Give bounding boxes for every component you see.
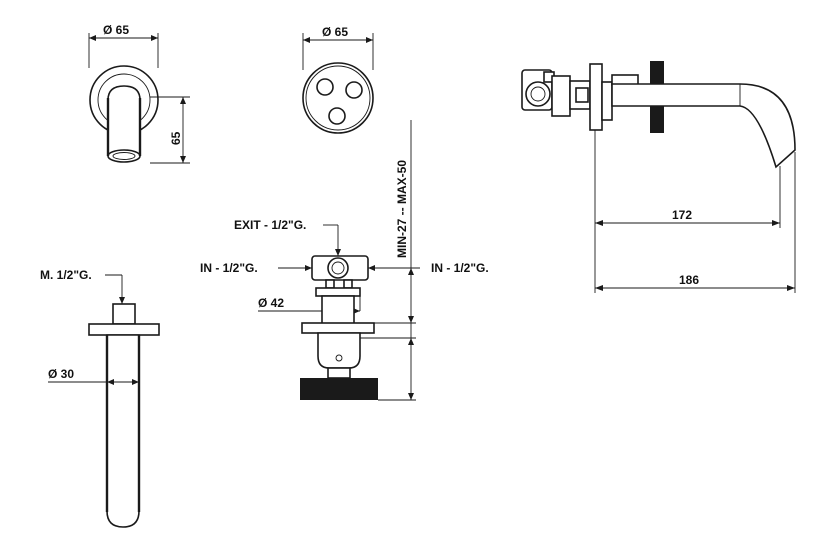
projection-outer-label: 186: [679, 273, 699, 287]
spout-height-label: 65: [169, 131, 183, 145]
handle-diameter-label: Ø 65: [322, 25, 348, 39]
spout-diameter-label: Ø 65: [103, 23, 129, 37]
exit-label: EXIT - 1/2"G.: [234, 218, 306, 232]
handle-top-view: Ø 65: [302, 25, 374, 134]
in-left-label: IN - 1/2"G.: [200, 261, 258, 275]
male-thread-label: M. 1/2"G.: [40, 268, 92, 282]
in-right-label: IN - 1/2"G.: [431, 261, 489, 275]
wall-range-label: MIN-27 -- MAX-50: [395, 160, 409, 258]
side-view: 172 186: [521, 61, 796, 293]
spout-side-view: M. 1/2"G. Ø 30: [40, 268, 160, 528]
projection-inner-label: 172: [672, 208, 692, 222]
body-diameter-label: Ø 42: [258, 296, 284, 310]
spout-top-view: Ø 65 65: [88, 23, 190, 164]
mixer-body-view: EXIT - 1/2"G. IN - 1/2"G. IN - 1/2"G. Ø …: [200, 120, 489, 401]
spout-side-diameter-label: Ø 30: [48, 367, 74, 381]
